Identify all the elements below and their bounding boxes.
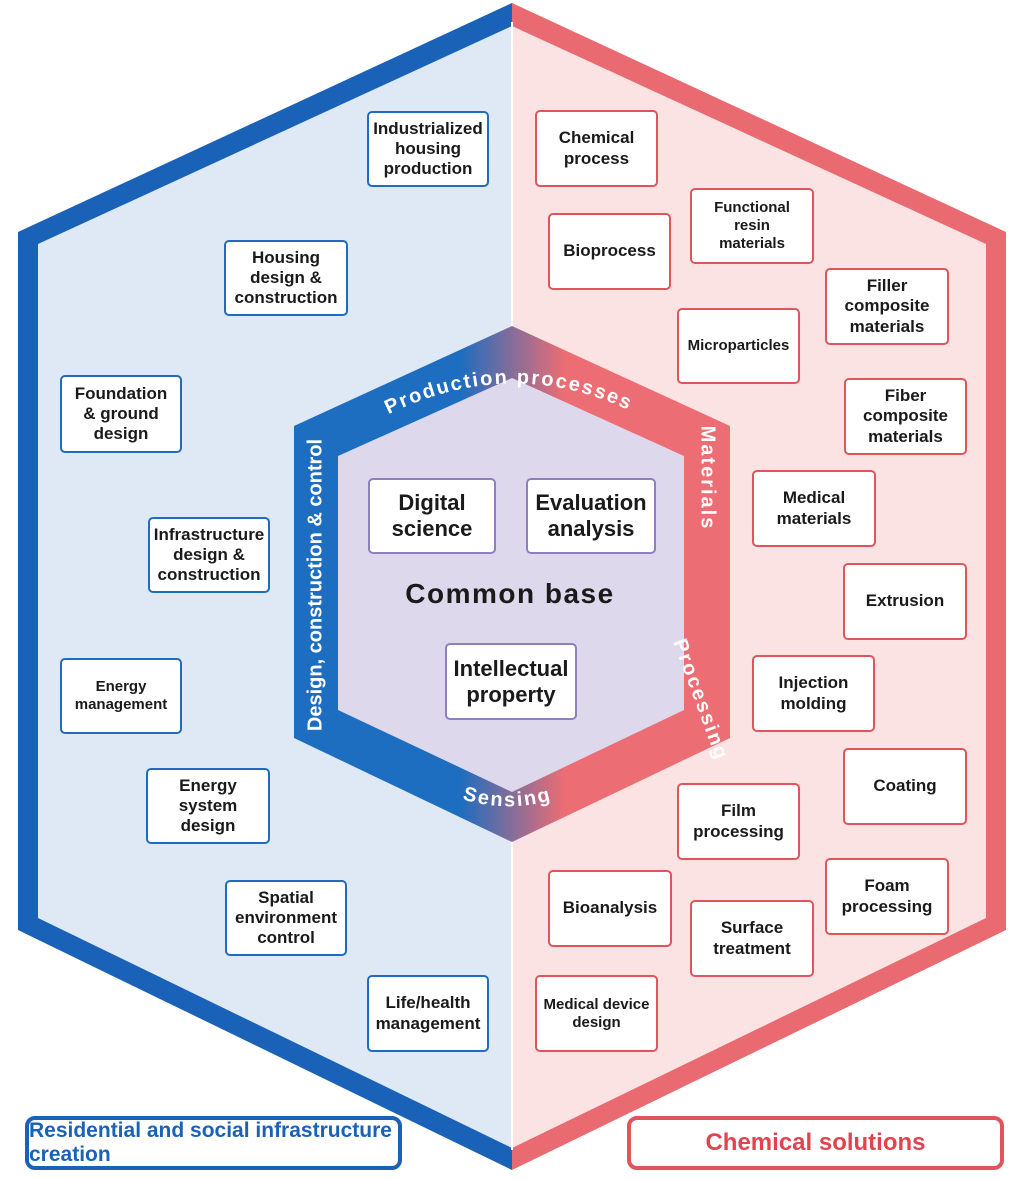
box-coating: Coating	[843, 748, 967, 825]
box-foam-processing: Foam processing	[825, 858, 949, 935]
core-intellectual-property: Intellectual property	[445, 643, 577, 720]
box-energy-system-design: Energy system design	[146, 768, 270, 844]
box-film-processing: Film processing	[677, 783, 800, 860]
box-bioprocess: Bioprocess	[548, 213, 671, 290]
box-life-health: Life/health management	[367, 975, 489, 1052]
box-injection-molding: Injection molding	[752, 655, 875, 732]
box-infrastructure-design: Infrastructure design & construction	[148, 517, 270, 593]
box-medical-device-design: Medical device design	[535, 975, 658, 1052]
footer-chemical-solutions: Chemical solutions	[627, 1116, 1004, 1170]
box-housing-design: Housing design & construction	[224, 240, 348, 316]
left-hex-panel	[38, 26, 512, 1148]
core-digital-science: Digital science	[368, 478, 496, 554]
box-filler-composite: Filler composite materials	[825, 268, 949, 345]
box-industrialized-housing: Industrialized housing production	[367, 111, 489, 187]
ring-label-left: Design, construction & control	[304, 439, 326, 731]
core-evaluation-analysis: Evaluation analysis	[526, 478, 656, 554]
box-microparticles: Microparticles	[677, 308, 800, 384]
box-medical-materials: Medical materials	[752, 470, 876, 547]
footer-residential-infrastructure: Residential and social infrastructure cr…	[25, 1116, 402, 1170]
box-functional-resin: Functional resin materials	[690, 188, 814, 264]
box-spatial-environment: Spatial environment control	[225, 880, 347, 956]
box-energy-management: Energy management	[60, 658, 182, 734]
box-fiber-composite: Fiber composite materials	[844, 378, 967, 455]
core-title: Common base	[405, 578, 615, 609]
box-bioanalysis: Bioanalysis	[548, 870, 672, 947]
box-extrusion: Extrusion	[843, 563, 967, 640]
box-surface-treatment: Surface treatment	[690, 900, 814, 977]
ring-label-right-upper: Materials	[697, 426, 719, 531]
box-foundation-design: Foundation & ground design	[60, 375, 182, 453]
box-chemical-process: Chemical process	[535, 110, 658, 187]
